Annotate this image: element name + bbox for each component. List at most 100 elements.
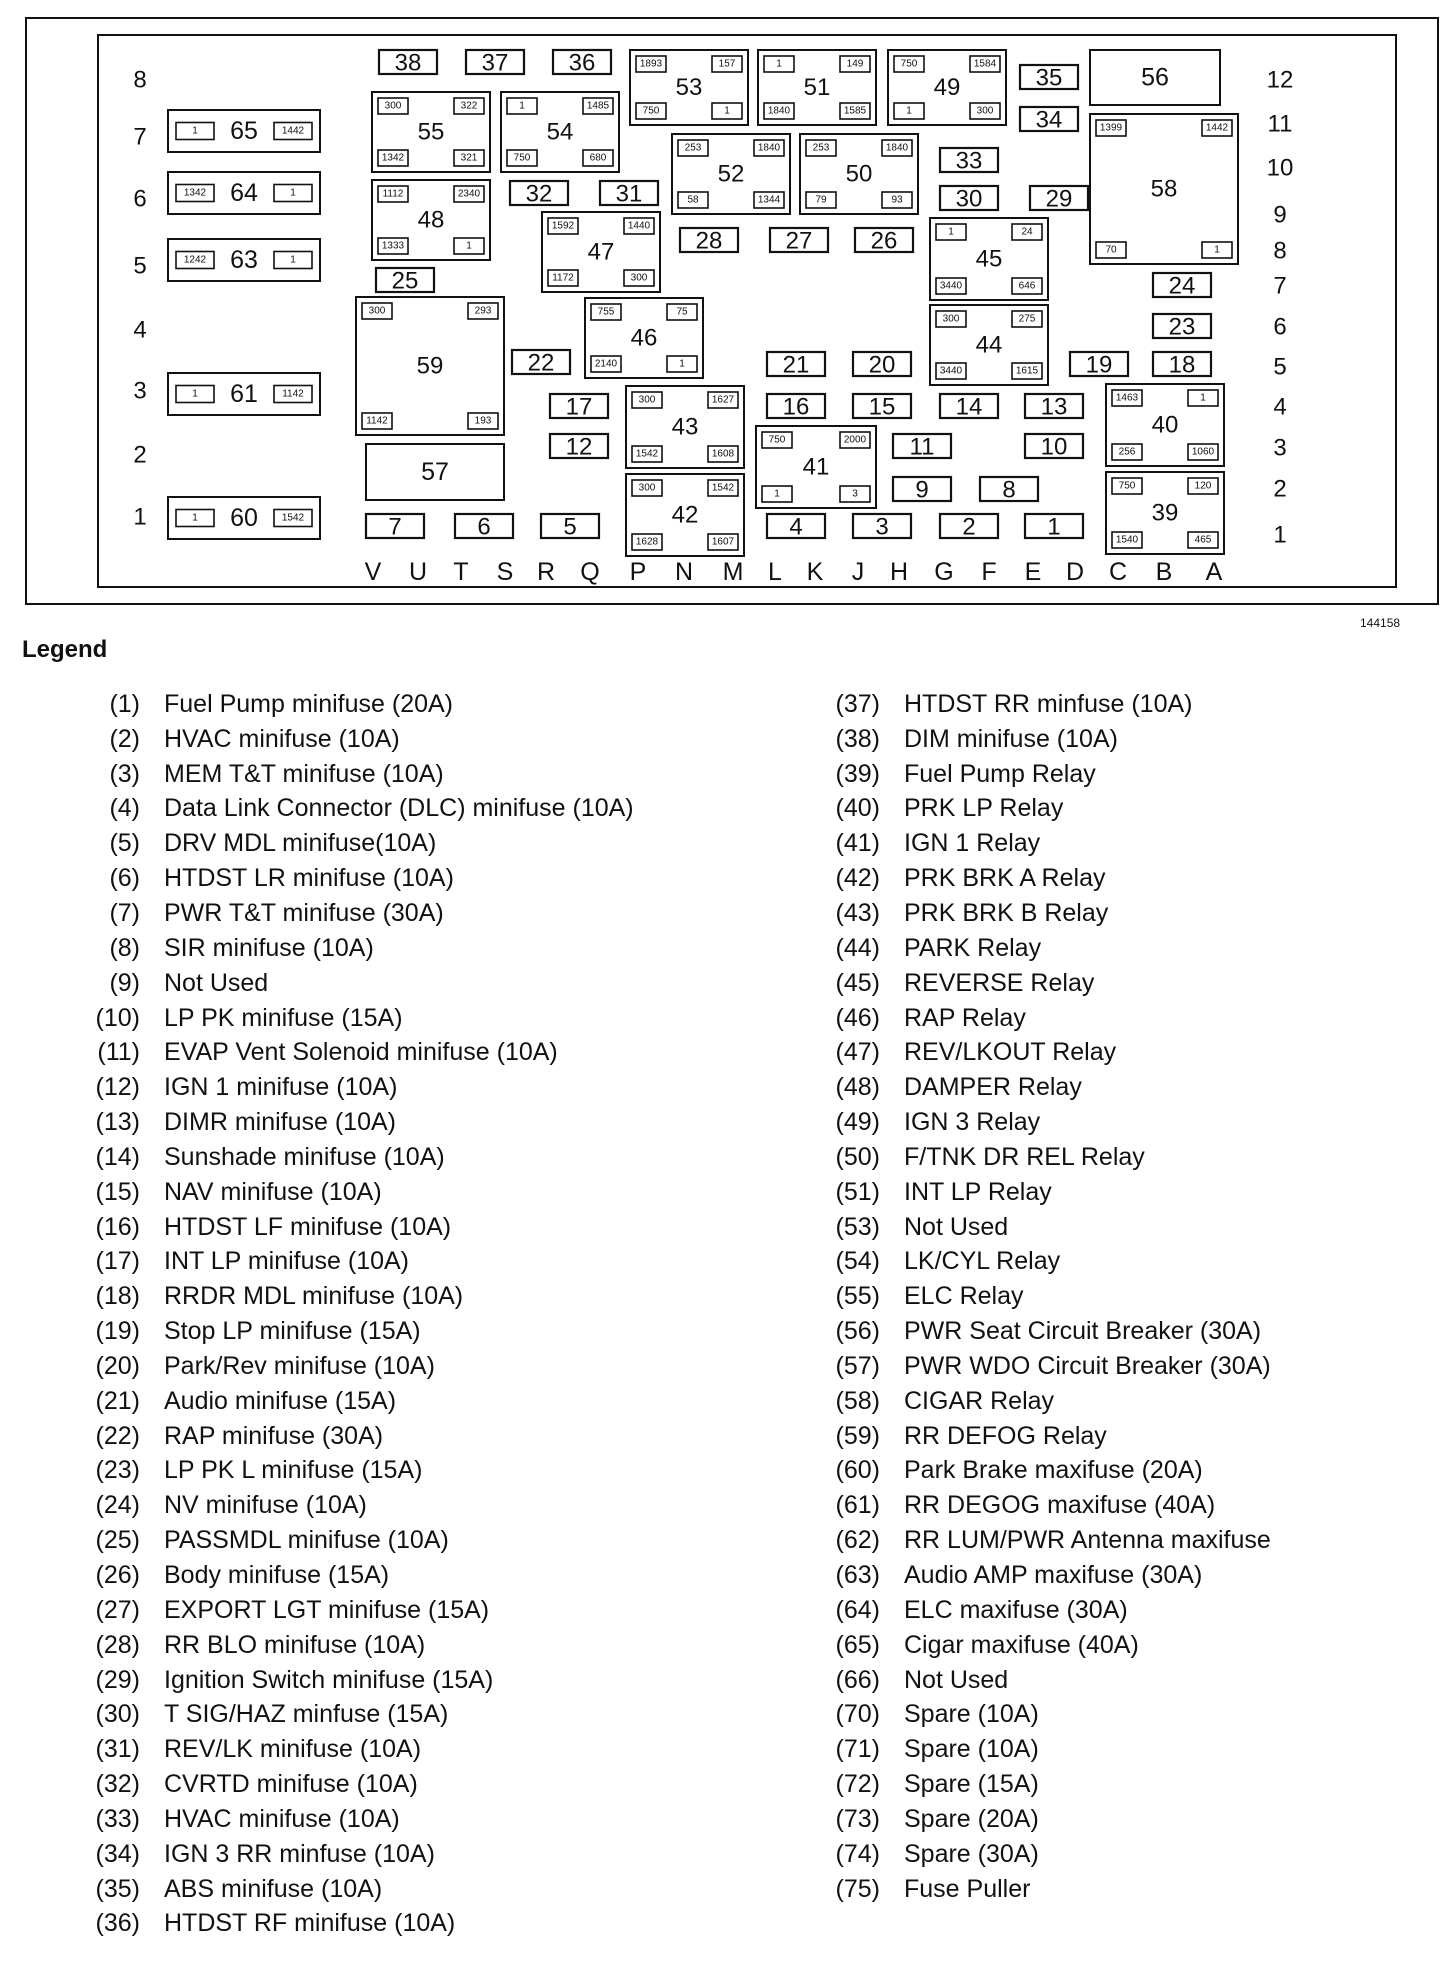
terminal-label: 1840 bbox=[886, 143, 909, 154]
legend-item-number: (59) bbox=[835, 1421, 880, 1450]
minifuse-number: 24 bbox=[1169, 273, 1196, 300]
terminal-label: 1333 bbox=[382, 241, 405, 252]
legend-item: (27)EXPORT LGT minifuse (15A) bbox=[60, 1593, 760, 1628]
legend-item: (19)Stop LP minifuse (15A) bbox=[60, 1314, 760, 1349]
terminal-box bbox=[935, 223, 967, 241]
terminal-label: 157 bbox=[719, 59, 736, 70]
legend-item: (49)IGN 3 Relay bbox=[800, 1105, 1456, 1140]
minifuse-outline bbox=[374, 266, 436, 294]
minifuse-number: 32 bbox=[526, 181, 553, 208]
minifuse-outline bbox=[508, 179, 570, 207]
legend-item-number: (23) bbox=[95, 1456, 140, 1485]
minifuse-28: 28 bbox=[678, 226, 740, 255]
legend-item-label: NV minifuse (10A) bbox=[164, 1491, 367, 1520]
legend-item-label: HTDST RF minifuse (10A) bbox=[164, 1909, 456, 1938]
terminal-box bbox=[1111, 443, 1143, 461]
legend-item-number: (10) bbox=[95, 1003, 140, 1032]
legend-item-number: (48) bbox=[835, 1073, 880, 1102]
terminal-box bbox=[707, 533, 739, 551]
minifuse-outline bbox=[1018, 63, 1080, 91]
legend-item-number: (44) bbox=[835, 933, 880, 962]
row-label-right: 10 bbox=[1267, 155, 1294, 182]
column-label: R bbox=[537, 558, 555, 586]
legend-item: (64)ELC maxifuse (30A) bbox=[800, 1593, 1456, 1628]
legend-item-label: T SIG/HAZ minfuse (15A) bbox=[164, 1700, 449, 1729]
terminal-label: 1840 bbox=[758, 143, 781, 154]
legend-item-number: (1) bbox=[109, 689, 140, 718]
minifuse-outline bbox=[510, 348, 572, 376]
minifuse-outline bbox=[1023, 512, 1085, 540]
legend-item: (75)Fuse Puller bbox=[800, 1872, 1456, 1907]
legend-item: (10)LP PK minifuse (15A) bbox=[60, 1001, 760, 1036]
legend-item-label: ABS minifuse (10A) bbox=[164, 1874, 383, 1903]
terminal-box bbox=[273, 384, 313, 404]
legend-item-number: (71) bbox=[835, 1735, 880, 1764]
terminal-label: 253 bbox=[813, 143, 830, 154]
minifuse-11: 11 bbox=[891, 432, 953, 461]
legend-item: (59)RR DEFOG Relay bbox=[800, 1419, 1456, 1454]
legend-item: (8)SIR minifuse (10A) bbox=[60, 931, 760, 966]
legend-item: (73)Spare (20A) bbox=[800, 1802, 1456, 1837]
terminal-label: 1112 bbox=[383, 189, 404, 200]
legend-item: (35)ABS minifuse (10A) bbox=[60, 1872, 760, 1907]
terminal-label: 1 bbox=[1214, 245, 1220, 256]
relay-outline bbox=[355, 296, 505, 436]
terminal-box bbox=[935, 310, 967, 328]
legend-item-number: (75) bbox=[835, 1874, 880, 1903]
minifuse-outline bbox=[851, 512, 913, 540]
legend-item-label: DAMPER Relay bbox=[904, 1073, 1082, 1102]
minifuse-number: 8 bbox=[1002, 477, 1015, 504]
legend-item-number: (73) bbox=[835, 1804, 880, 1833]
terminal-box bbox=[969, 102, 1001, 120]
terminal-box bbox=[1111, 389, 1143, 407]
legend-item-label: SIR minifuse (10A) bbox=[164, 933, 374, 962]
terminal-box bbox=[582, 97, 614, 115]
terminal-label: 1627 bbox=[712, 395, 735, 406]
terminal-box bbox=[839, 431, 871, 449]
legend-item: (22)RAP minifuse (30A) bbox=[60, 1419, 760, 1454]
legend-item-number: (72) bbox=[835, 1770, 880, 1799]
legend-item: (62)RR LUM/PWR Antenna maxifuse bbox=[800, 1523, 1456, 1558]
legend-item-number: (62) bbox=[835, 1526, 880, 1555]
terminal-label: 300 bbox=[639, 395, 656, 406]
relay-number: 52 bbox=[718, 161, 745, 188]
legend-item-number: (56) bbox=[835, 1317, 880, 1346]
minifuse-outline bbox=[539, 512, 601, 540]
column-label: D bbox=[1066, 558, 1084, 586]
legend-item-label: CIGAR Relay bbox=[904, 1386, 1055, 1415]
minifuse-number: 33 bbox=[956, 148, 983, 175]
minifuse-9: 9 bbox=[891, 475, 953, 504]
minifuse-19: 19 bbox=[1068, 350, 1130, 379]
minifuse-number: 27 bbox=[786, 228, 813, 255]
terminal-label: 750 bbox=[1119, 481, 1136, 492]
row-label-right: 1 bbox=[1273, 522, 1286, 549]
legend-item-number: (24) bbox=[95, 1491, 140, 1520]
terminal-label: 750 bbox=[901, 59, 918, 70]
legend-item-number: (30) bbox=[95, 1700, 140, 1729]
legend-item: (31)REV/LK minifuse (10A) bbox=[60, 1732, 760, 1767]
maxifuse-number: 60 bbox=[230, 504, 258, 532]
legend-item: (9)Not Used bbox=[60, 966, 760, 1001]
terminal-box bbox=[881, 191, 913, 209]
relay-number: 59 bbox=[417, 353, 444, 380]
terminal-label: 3440 bbox=[940, 366, 963, 377]
minifuse-1: 1 bbox=[1023, 512, 1085, 541]
legend-item-label: Spare (30A) bbox=[904, 1839, 1039, 1868]
column-label: B bbox=[1156, 558, 1173, 586]
terminal-label: 1485 bbox=[587, 101, 610, 112]
terminal-box bbox=[1111, 531, 1143, 549]
legend-item-number: (12) bbox=[95, 1073, 140, 1102]
legend-item-label: ELC maxifuse (30A) bbox=[904, 1595, 1128, 1624]
legend-item: (14)Sunshade minifuse (10A) bbox=[60, 1140, 760, 1175]
terminal-box bbox=[969, 55, 1001, 73]
terminal-label: 24 bbox=[1021, 227, 1033, 238]
terminal-box bbox=[453, 149, 485, 167]
terminal-label: 1399 bbox=[1100, 123, 1123, 134]
minifuse-5: 5 bbox=[539, 512, 601, 541]
terminal-box bbox=[1011, 362, 1043, 380]
row-label-right: 7 bbox=[1273, 273, 1286, 300]
